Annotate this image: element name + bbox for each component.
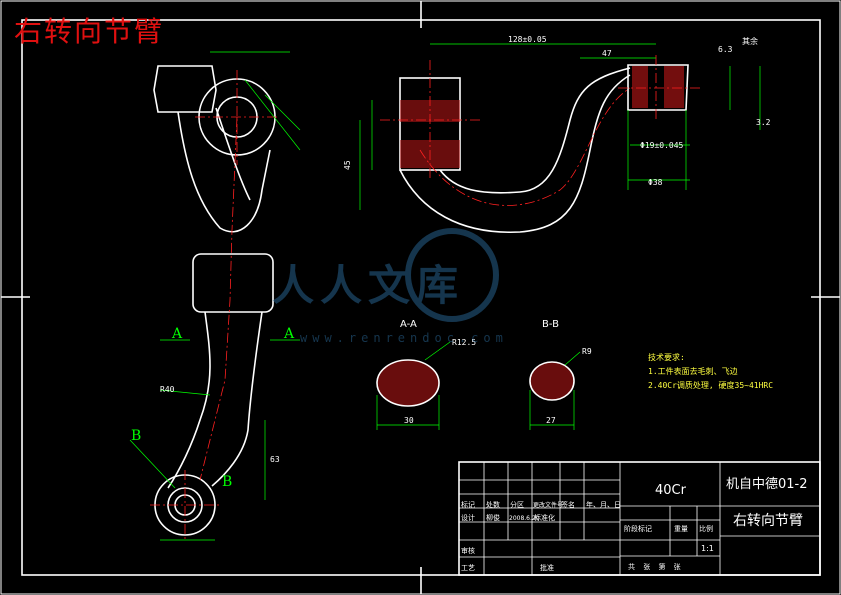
watermark: 人人文库 www.renrendoc.com	[272, 228, 508, 345]
dim-63: 63	[270, 455, 280, 464]
dim-aa-radius: R12.5	[452, 338, 476, 347]
arm-upper-edge	[439, 67, 631, 194]
arrow-a-right: A	[283, 326, 295, 342]
tb-standardize: 标准化	[534, 513, 555, 522]
top-boss	[153, 65, 217, 113]
dim-r40: R40	[160, 385, 175, 394]
arrow-a-left: A	[171, 326, 183, 342]
front-centerlines	[150, 70, 280, 540]
tb-stage-mark: 阶段标记	[624, 524, 652, 533]
tb-sheet-info: 共 张 第 张	[628, 562, 684, 571]
tb-header-5: 年、月、日	[586, 500, 621, 509]
dim-bb-radius: R9	[582, 347, 592, 356]
front-view	[153, 65, 276, 536]
page-title: 右转向节臂	[14, 15, 165, 48]
front-dims	[129, 51, 301, 541]
watermark-brand: 人人文库	[272, 261, 464, 310]
tb-process: 工艺	[461, 564, 475, 572]
lower-arm-right	[211, 311, 263, 487]
arrow-b-left: B	[131, 428, 141, 444]
section-aa-label: A-A	[400, 319, 417, 330]
dim-hole: Φ19±0.045	[640, 141, 684, 150]
tb-part-name: 右转向节臂	[733, 513, 803, 529]
tb-scale: 1:1	[701, 544, 714, 553]
tb-design-name: 柳俊	[486, 513, 500, 522]
tb-material: 40Cr	[655, 483, 687, 498]
tb-header-0: 标记	[461, 500, 475, 509]
tb-design-label: 设计	[461, 513, 475, 522]
arrow-b-right: B	[222, 474, 232, 490]
top-centerlines	[380, 55, 700, 206]
dim-height-45: 45	[343, 160, 352, 170]
upper-arm	[177, 111, 271, 233]
dim-bb-width: 27	[546, 416, 556, 425]
tech-req-line1: 1.工件表面去毛刺、飞边	[648, 366, 738, 376]
watermark-url: www.renrendoc.com	[300, 331, 508, 345]
tb-scale-label: 比例	[699, 524, 713, 533]
dim-center-distance: 128±0.05	[508, 35, 547, 44]
tech-req-line2: 2.40Cr调质处理, 硬度35~41HRC	[648, 380, 773, 390]
roughness-63: 6.3	[718, 45, 733, 54]
tb-drawing-no: 机自中德01-2	[726, 477, 808, 492]
mid-block	[192, 253, 274, 313]
tb-approve: 批准	[540, 563, 554, 572]
tb-header-2: 分区	[510, 500, 524, 509]
surface-finish-rest: 其余	[742, 36, 758, 46]
arm-lower-edge	[399, 74, 631, 234]
title-block: 标记 处数 分区 更改文件号 签名 年、月、日 设计 柳俊 2008.6.20 …	[458, 461, 821, 576]
tb-header-3: 更改文件号	[533, 501, 563, 509]
tb-header-1: 处数	[486, 500, 500, 509]
section-bb	[529, 351, 581, 430]
roughness-32: 3.2	[756, 118, 771, 127]
top-dims	[359, 43, 761, 210]
dim-aa-width: 30	[404, 416, 414, 425]
tb-header-4: 签名	[561, 500, 575, 509]
tb-design-date: 2008.6.20	[509, 515, 540, 522]
lower-arm-left	[167, 311, 211, 489]
section-bb-label: B-B	[542, 319, 559, 330]
dim-boss: Φ38	[648, 178, 663, 187]
section-aa	[376, 341, 451, 430]
tb-weight: 重量	[674, 525, 688, 533]
tech-req-heading: 技术要求:	[648, 352, 685, 362]
dim-offset-47: 47	[602, 49, 612, 58]
tb-review: 审核	[461, 546, 475, 555]
